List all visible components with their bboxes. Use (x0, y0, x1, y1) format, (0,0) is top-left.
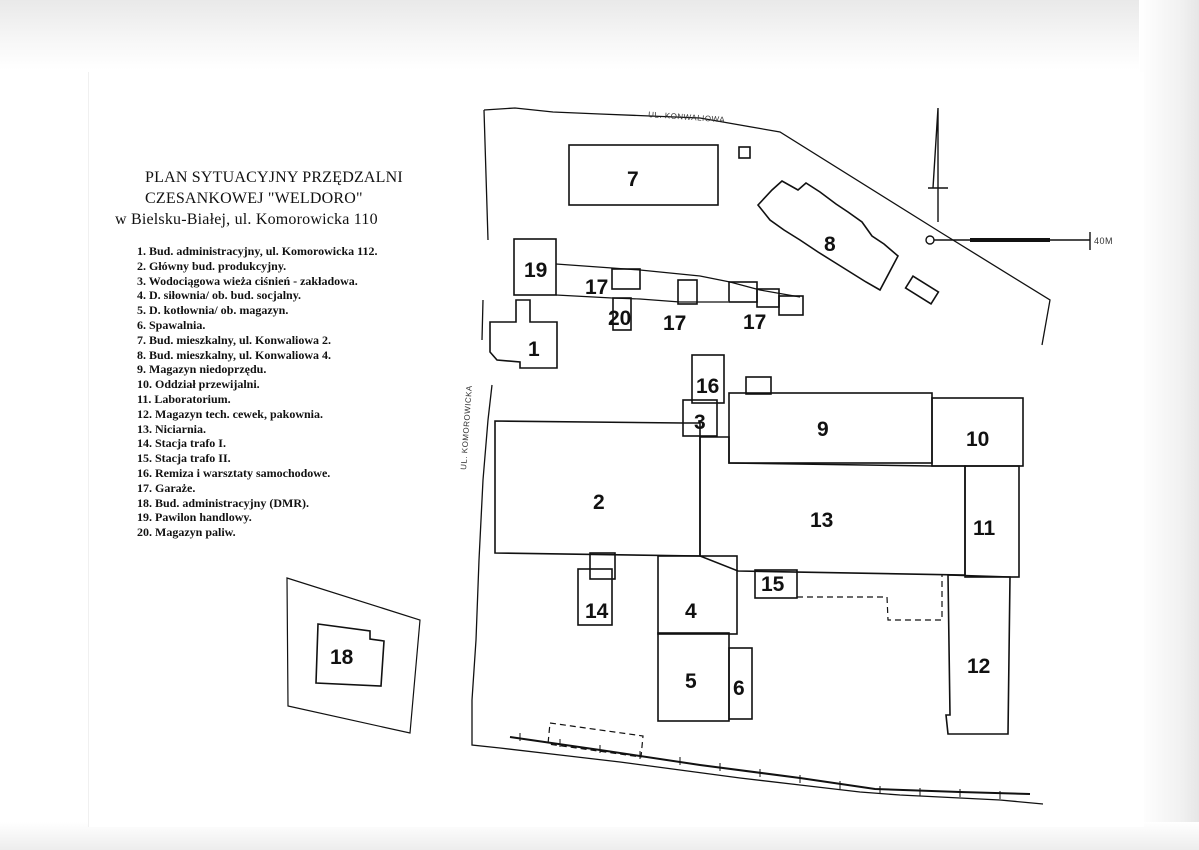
label-building-11: 11 (973, 517, 996, 540)
building-4 (657, 555, 738, 635)
title-line-2: CZESANKOWEJ "WELDORO" (145, 190, 363, 207)
legend-item: 17. Garaże. (137, 480, 196, 495)
legend-item: 8. Bud. mieszkalny, ul. Konwaliowa 4. (137, 347, 332, 362)
label-building-17: 17 (663, 312, 686, 335)
label-building-16: 16 (696, 375, 719, 398)
label-building-14: 14 (585, 600, 609, 623)
building-7 (568, 144, 719, 206)
label-building-5: 5 (685, 670, 697, 693)
building-14 (577, 568, 613, 626)
title-line-1: PLAN SYTUACYJNY PRZĘDZALNI (145, 169, 403, 186)
label-building-8: 8 (824, 233, 836, 256)
building-19 (513, 238, 557, 296)
label-building-4: 4 (685, 600, 697, 623)
label-building-6: 6 (733, 677, 745, 700)
small-structure (738, 146, 751, 159)
building-17 (611, 268, 641, 290)
building-15 (754, 569, 798, 599)
planned-structure (797, 575, 943, 621)
property-boundary (471, 107, 1051, 805)
small-structure (745, 376, 772, 395)
building-9 (728, 392, 933, 464)
building-18-plot (286, 577, 421, 734)
label-building-10: 10 (966, 428, 989, 451)
legend-item: 15. Stacja trafo II. (137, 451, 231, 466)
scan-shadow-right (1139, 0, 1199, 850)
legend-item: 1. Bud. administracyjny, ul. Komorowicka… (137, 244, 378, 258)
building-17 (778, 295, 804, 316)
label-building-7: 7 (627, 168, 639, 191)
scan-shadow-top (0, 0, 1199, 70)
label-building-12: 12 (967, 655, 990, 678)
label-building-15: 15 (761, 573, 785, 596)
title-line-3: w Bielsku-Białej, ul. Komorowicka 110 (115, 211, 378, 228)
label-building-20: 20 (608, 307, 631, 330)
building-16 (691, 354, 725, 404)
legend-item: 10. Oddział przewijalni. (137, 377, 260, 392)
legend-item: 16. Remiza i warsztaty samochodowe. (137, 465, 331, 480)
building-12 (945, 574, 1011, 735)
legend-item: 14. Stacja trafo I. (137, 436, 226, 451)
label-building-3: 3 (694, 411, 706, 434)
label-building-13: 13 (810, 509, 833, 532)
building-13 (699, 436, 966, 576)
rail-line (509, 736, 1031, 795)
label-building-9: 9 (817, 418, 829, 441)
legend-item: 7. Bud. mieszkalny, ul. Konwaliowa 2. (137, 332, 332, 347)
building-legend: 1. Bud. administracyjny, ul. Komorowicka… (137, 244, 377, 540)
small-structure (904, 275, 940, 305)
legend-item: 12. Magazyn tech. cewek, pakownia. (137, 406, 323, 421)
legend-item: 11. Laboratorium. (137, 391, 231, 406)
rail-line-ticks (519, 733, 1001, 799)
building-8 (756, 180, 900, 292)
map-title: PLAN SYTUACYJNY PRZĘDZALNI CZESANKOWEJ "… (115, 167, 425, 230)
label-building-18: 18 (330, 646, 354, 669)
building-20 (612, 297, 632, 331)
legend-item: 18. Bud. administracyjny (DMR). (137, 495, 310, 510)
planned-structure (547, 722, 644, 758)
street-label-komorowicka: UL. KOMOROWICKA (459, 385, 474, 470)
street-label-konwaliowa: UL. KONWALIOWA (648, 110, 726, 124)
label-building-1: 1 (528, 338, 540, 361)
building-2 (494, 420, 701, 557)
legend-item: 9. Magazyn niedoprzędu. (137, 362, 267, 377)
legend-item: 5. D. kotłownia/ ob. magazyn. (137, 303, 289, 318)
label-building-2: 2 (593, 491, 605, 514)
building-14 (589, 552, 616, 580)
legend-item: 13. Niciarnia. (137, 421, 206, 436)
garage-row (555, 263, 801, 303)
building-1 (489, 299, 558, 369)
legend-item: 20. Magazyn paliw. (137, 525, 236, 540)
label-building-17: 17 (585, 276, 608, 299)
scale-bar (925, 232, 1091, 250)
scale-label: 40M (1094, 236, 1113, 246)
north-arrow-icon (928, 107, 948, 222)
legend-item: 19. Pawilon handlowy. (137, 510, 252, 525)
building-6 (728, 647, 753, 720)
building-17 (677, 279, 698, 305)
legend-item: 2. Główny bud. produkcyjny. (137, 258, 287, 273)
building-18 (315, 623, 385, 687)
legend-item: 6. Spawalnia. (137, 317, 206, 332)
paper (88, 72, 1144, 827)
label-building-17: 17 (743, 311, 766, 334)
legend-item: 3. Wodociągowa wieża ciśnień - zakładowa… (137, 273, 358, 288)
legend-item: 4. D. siłownia/ ob. bud. socjalny. (137, 288, 302, 303)
label-building-19: 19 (524, 259, 547, 282)
